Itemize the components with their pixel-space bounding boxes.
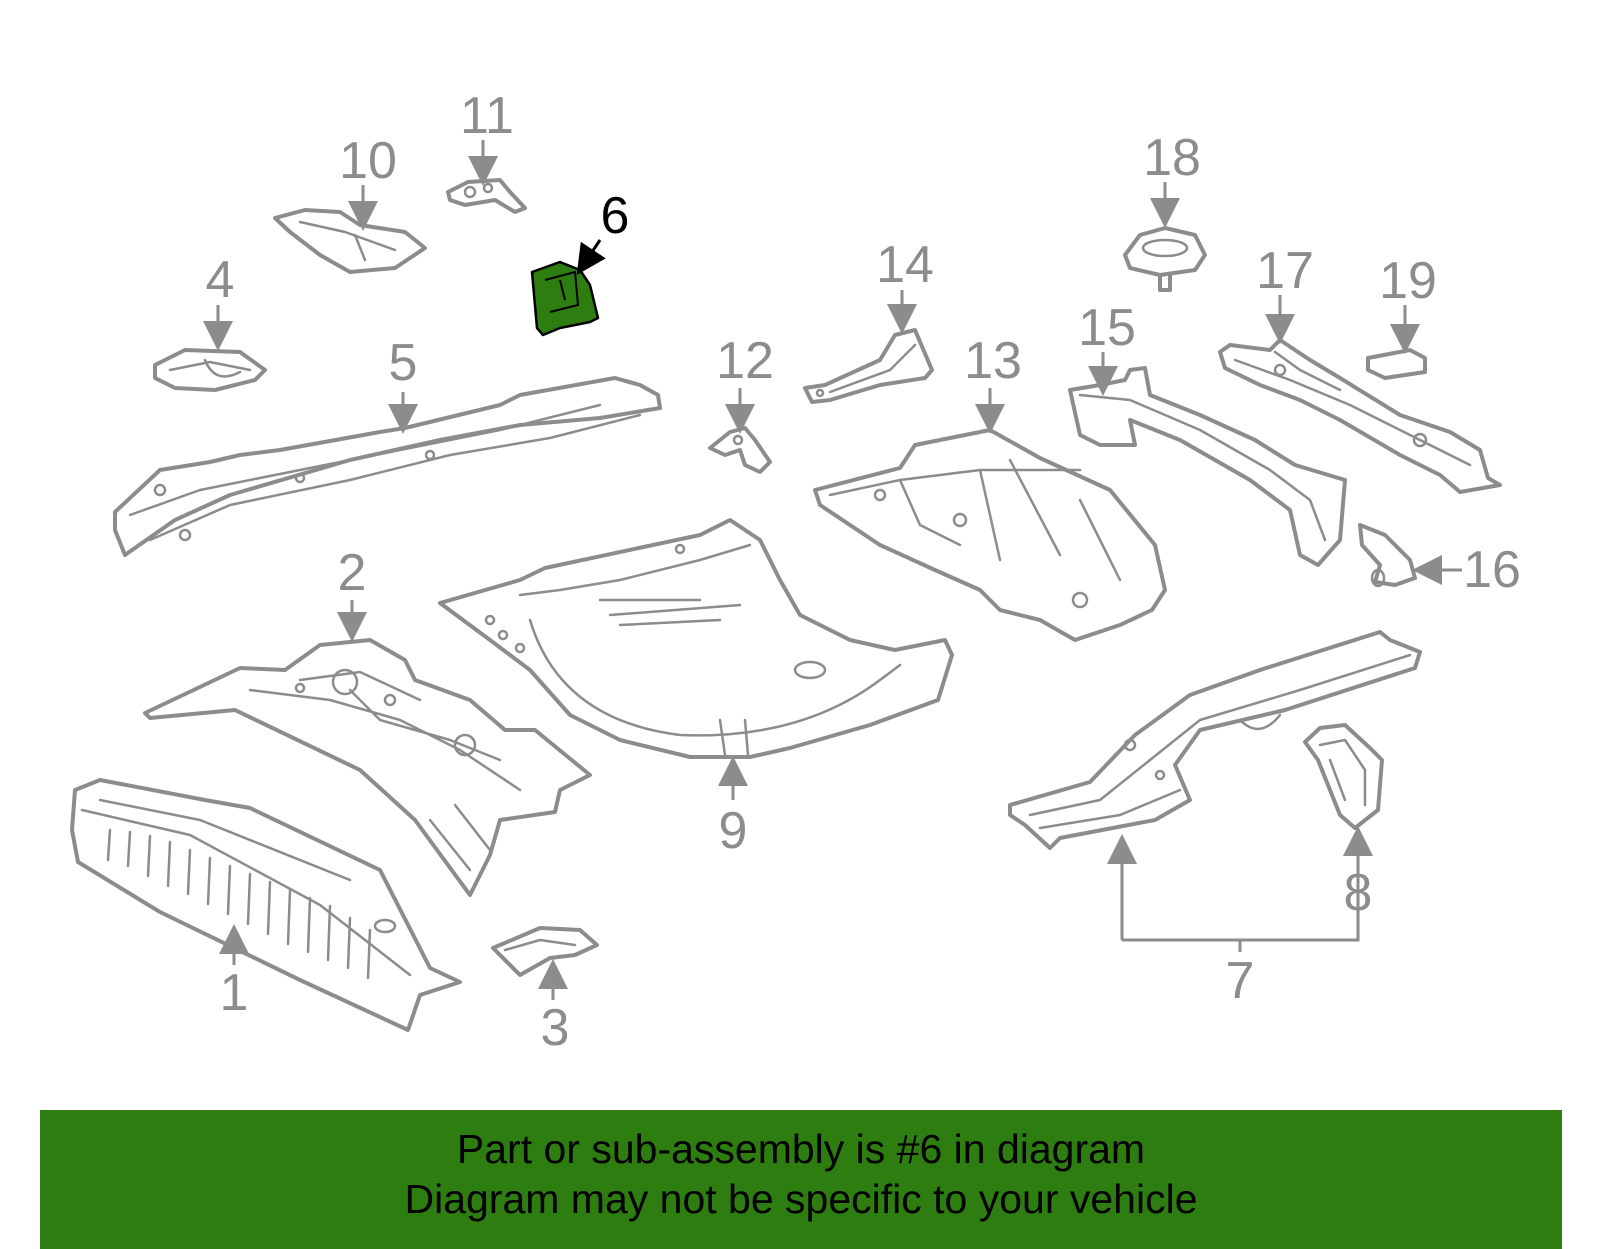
banner-line-1: Part or sub-assembly is #6 in diagram bbox=[456, 1126, 1146, 1172]
part-9[interactable] bbox=[438, 518, 954, 759]
part-15[interactable] bbox=[1068, 366, 1347, 567]
part-19[interactable] bbox=[1366, 348, 1427, 380]
part-13[interactable] bbox=[813, 428, 1167, 642]
callout-5: 5 bbox=[389, 334, 418, 392]
callout-7: 7 bbox=[1226, 952, 1255, 1010]
leader-lines bbox=[203, 140, 1462, 1000]
banner-line-2: Diagram may not be specific to your vehi… bbox=[404, 1176, 1198, 1222]
part-7[interactable] bbox=[1008, 630, 1422, 850]
part-2[interactable] bbox=[143, 638, 592, 897]
part-11[interactable] bbox=[446, 178, 527, 214]
callout-9: 9 bbox=[719, 802, 748, 860]
callout-10: 10 bbox=[339, 132, 397, 190]
info-banner: Part or sub-assembly is #6 in diagram Di… bbox=[40, 1110, 1562, 1249]
part-3[interactable] bbox=[491, 926, 599, 977]
callout-11: 11 bbox=[460, 87, 514, 145]
callout-2: 2 bbox=[338, 544, 367, 602]
callout-14: 14 bbox=[876, 236, 934, 294]
part-5[interactable] bbox=[113, 376, 662, 557]
callout-1: 1 bbox=[220, 964, 249, 1022]
callouts: 1 2 3 4 5 6 7 8 9 10 11 12 13 14 15 16 1… bbox=[206, 87, 1521, 1057]
callout-3: 3 bbox=[541, 999, 570, 1057]
callout-15: 15 bbox=[1078, 299, 1136, 357]
part-6[interactable] bbox=[530, 260, 600, 337]
callout-18: 18 bbox=[1143, 129, 1201, 187]
part-4[interactable] bbox=[153, 348, 267, 392]
part-1[interactable] bbox=[70, 778, 462, 1032]
part-18[interactable] bbox=[1123, 226, 1207, 292]
part-16[interactable] bbox=[1358, 523, 1417, 588]
callout-4: 4 bbox=[206, 251, 235, 309]
callout-19: 19 bbox=[1379, 252, 1437, 310]
callout-16: 16 bbox=[1463, 541, 1521, 599]
callout-13: 13 bbox=[964, 332, 1022, 390]
part-8[interactable] bbox=[1303, 723, 1384, 830]
part-12[interactable] bbox=[708, 426, 772, 474]
part-10[interactable] bbox=[273, 208, 427, 274]
part-14[interactable] bbox=[803, 328, 934, 404]
part-17[interactable] bbox=[1218, 338, 1502, 494]
callout-17: 17 bbox=[1256, 242, 1314, 300]
callout-6: 6 bbox=[601, 187, 630, 245]
callout-12: 12 bbox=[716, 332, 774, 390]
callout-8: 8 bbox=[1344, 864, 1373, 922]
